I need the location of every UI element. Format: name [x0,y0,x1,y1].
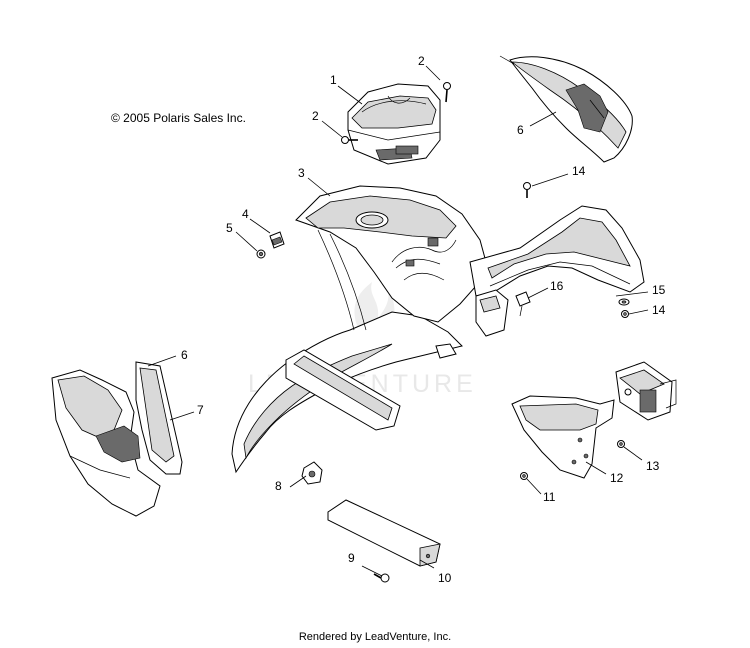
callout-15: 15 [652,283,666,297]
footer-credit: Rendered by LeadVenture, Inc. [298,631,452,643]
clip-4 [269,231,285,249]
front-fender-part [231,185,645,474]
side-panel-left-part [51,369,161,517]
side-trim-7 [135,361,183,475]
callout-5: 5 [226,221,233,235]
callout-4: 4 [242,207,249,221]
grommet-8 [301,461,323,485]
screw-9 [373,573,390,583]
callout-9: 9 [348,551,355,565]
callout-1: 1 [330,73,337,87]
connector-16 [515,291,531,317]
screw-2-left [341,136,358,144]
callout-3: 3 [298,166,305,180]
headlight-switch-assembly [615,361,677,421]
callout-11: 11 [543,490,556,504]
callout-14-top: 14 [572,164,586,178]
callout-16: 16 [550,279,564,293]
callout-7: 7 [197,403,204,417]
callout-12: 12 [610,471,624,485]
callout-10: 10 [438,571,452,585]
callout-2-top: 2 [418,54,425,68]
nut-11 [520,472,528,480]
headlight-pod-part [347,83,441,165]
mounting-plate-12 [511,395,615,479]
nut-15 [618,298,630,306]
copyright-notice: © 2005 Polaris Sales Inc. [111,111,246,125]
screw-13 [617,440,625,448]
callout-6-left: 6 [181,348,188,362]
callout-8: 8 [275,479,282,493]
screw-2-top [443,82,451,103]
push-rivet-5 [256,249,266,259]
callouts: 1 2 2 3 4 5 6 6 7 8 9 10 11 12 13 14 14 … [181,54,666,585]
side-panel-top-part [499,55,633,163]
screw-14-right [621,310,629,318]
bracket-plate-10 [327,499,441,567]
callout-14-right: 14 [652,303,666,317]
leader-lines [147,65,649,577]
callout-2-left: 2 [312,109,319,123]
callout-6-top: 6 [517,123,524,137]
callout-13: 13 [646,459,660,473]
screw-14-top [523,182,531,198]
